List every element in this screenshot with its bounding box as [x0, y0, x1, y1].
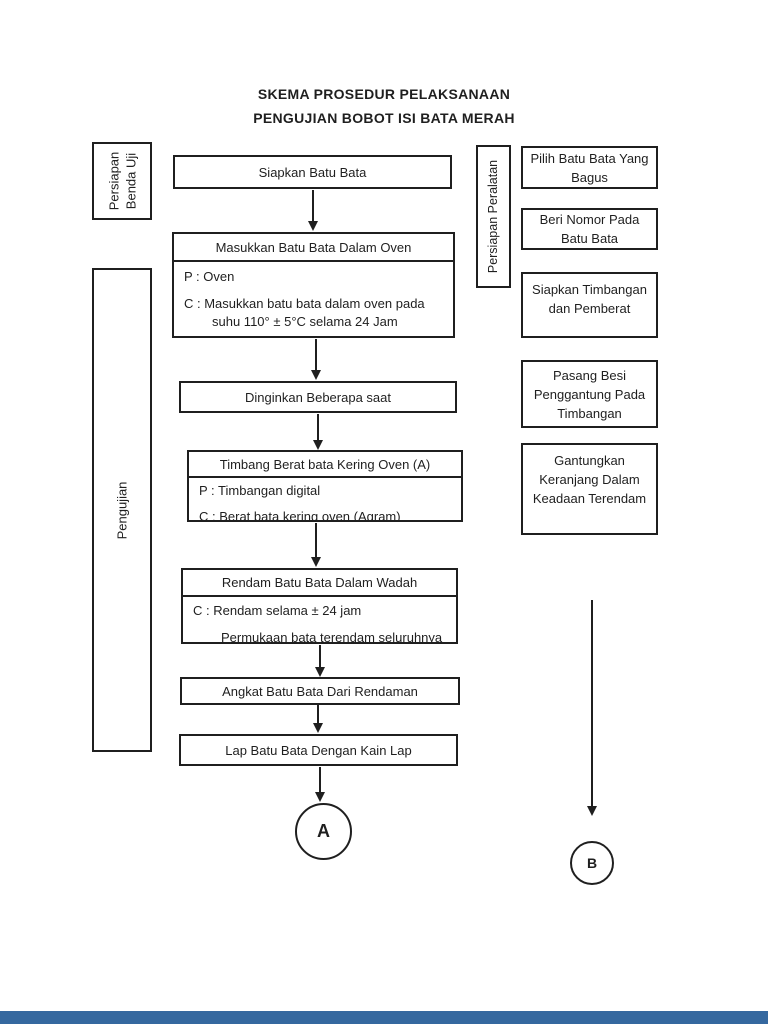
prep-step-label: Beri Nomor Pada Batu Bata	[539, 212, 640, 246]
prep-step-3: Siapkan Timbangan dan Pemberat	[521, 272, 658, 338]
flow-step-title-text: Masukkan Batu Bata Dalam Oven	[215, 239, 412, 255]
flow-detail-line: C : Rendam selama ± 24 jam	[193, 603, 362, 618]
prep-step-label: Gantungkan Keranjang Dalam Keadaan Teren…	[532, 453, 647, 506]
section-label-text: Persiapan Peralatan	[486, 159, 500, 274]
prep-step-label: Pasang Besi Penggantung Pada Timbangan	[533, 367, 646, 421]
flow-step-title: Lap Batu Bata Dengan Kain Lap	[225, 742, 412, 758]
flow-step-title: Dinginkan Beberapa saat	[245, 389, 391, 405]
prep-step-2: Beri Nomor Pada Batu Bata	[521, 208, 658, 250]
connector-b: B	[570, 841, 614, 885]
prep-step-label: Pilih Batu Bata Yang Bagus	[530, 150, 649, 185]
prep-step-4: Pasang Besi Penggantung Pada Timbangan	[521, 360, 658, 428]
connector-a-label: A	[317, 821, 330, 841]
arrow-down-6	[317, 705, 319, 723]
flow-detail-line: Permukaan bata terendam seluruhnya	[221, 630, 443, 644]
section-label-pengujian: Pengujian	[92, 268, 152, 752]
prep-step-label: Siapkan Timbangan dan Pemberat	[532, 282, 647, 316]
flow-step-title: Masukkan Batu Bata Dalam Oven	[174, 234, 453, 262]
section-label-persiapan-peralatan: Persiapan Peralatan	[476, 145, 511, 288]
flow-step-title: Timbang Berat bata Kering Oven (A)	[189, 452, 461, 478]
arrow-down-5	[319, 645, 321, 667]
flow-step-timbang-kering: Timbang Berat bata Kering Oven (A) P : T…	[187, 450, 463, 522]
flow-step-title: Angkat Batu Bata Dari Rendaman	[222, 683, 418, 699]
flow-detail-line: C : Masukkan batu bata dalam oven pada	[184, 296, 425, 311]
section-label-text: Persiapan Benda Uji	[106, 151, 139, 211]
footer-bar	[0, 1011, 768, 1024]
arrow-down-7	[319, 767, 321, 792]
flow-step-title-text: Rendam Batu Bata Dalam Wadah	[221, 575, 418, 590]
arrow-down-1	[312, 190, 314, 221]
flow-step-lap: Lap Batu Bata Dengan Kain Lap	[179, 734, 458, 766]
arrow-down-2	[315, 339, 317, 370]
flow-step-title: Rendam Batu Bata Dalam Wadah	[183, 570, 456, 597]
flow-step-dinginkan: Dinginkan Beberapa saat	[179, 381, 457, 413]
title-line-2: PENGUJIAN BOBOT ISI BATA MERAH	[253, 110, 515, 126]
arrow-down-4	[315, 523, 317, 557]
title-line-1: SKEMA PROSEDUR PELAKSANAAN	[257, 86, 511, 102]
section-label-persiapan-benda-uji: Persiapan Benda Uji	[92, 142, 152, 220]
flow-detail-line: P : Timbangan digital	[199, 483, 321, 498]
page-title: SKEMA PROSEDUR PELAKSANAAN PENGUJIAN BOB…	[0, 86, 768, 134]
section-label-text: Pengujian	[114, 481, 130, 539]
arrow-down-3	[317, 414, 319, 440]
flow-detail-line: P : Oven	[184, 269, 235, 284]
flow-step-siapkan-batu-bata: Siapkan Batu Bata	[173, 155, 452, 189]
prep-step-5: Gantungkan Keranjang Dalam Keadaan Teren…	[521, 443, 658, 535]
flow-detail-line: suhu 110° ± 5°C selama 24 Jam	[212, 314, 398, 329]
flow-step-angkat: Angkat Batu Bata Dari Rendaman	[180, 677, 460, 705]
flow-detail-line: C : Berat bata kering oven (Agram)	[199, 509, 401, 522]
flow-step-details: P : Oven C : Masukkan batu bata dalam ov…	[174, 262, 453, 336]
arrow-down-long	[591, 600, 593, 806]
flow-step-masukkan-oven: Masukkan Batu Bata Dalam Oven P : Oven C…	[172, 232, 455, 338]
flow-step-title: Siapkan Batu Bata	[258, 164, 367, 180]
flow-step-title-text: Timbang Berat bata Kering Oven (A)	[219, 456, 431, 472]
connector-b-label: B	[586, 855, 598, 871]
flow-step-details: P : Timbangan digital C : Berat bata ker…	[189, 478, 461, 522]
prep-step-1: Pilih Batu Bata Yang Bagus	[521, 146, 658, 189]
flow-step-rendam: Rendam Batu Bata Dalam Wadah C : Rendam …	[181, 568, 458, 644]
connector-a: A	[295, 803, 352, 860]
flow-step-details: C : Rendam selama ± 24 jam Permukaan bat…	[183, 597, 456, 644]
